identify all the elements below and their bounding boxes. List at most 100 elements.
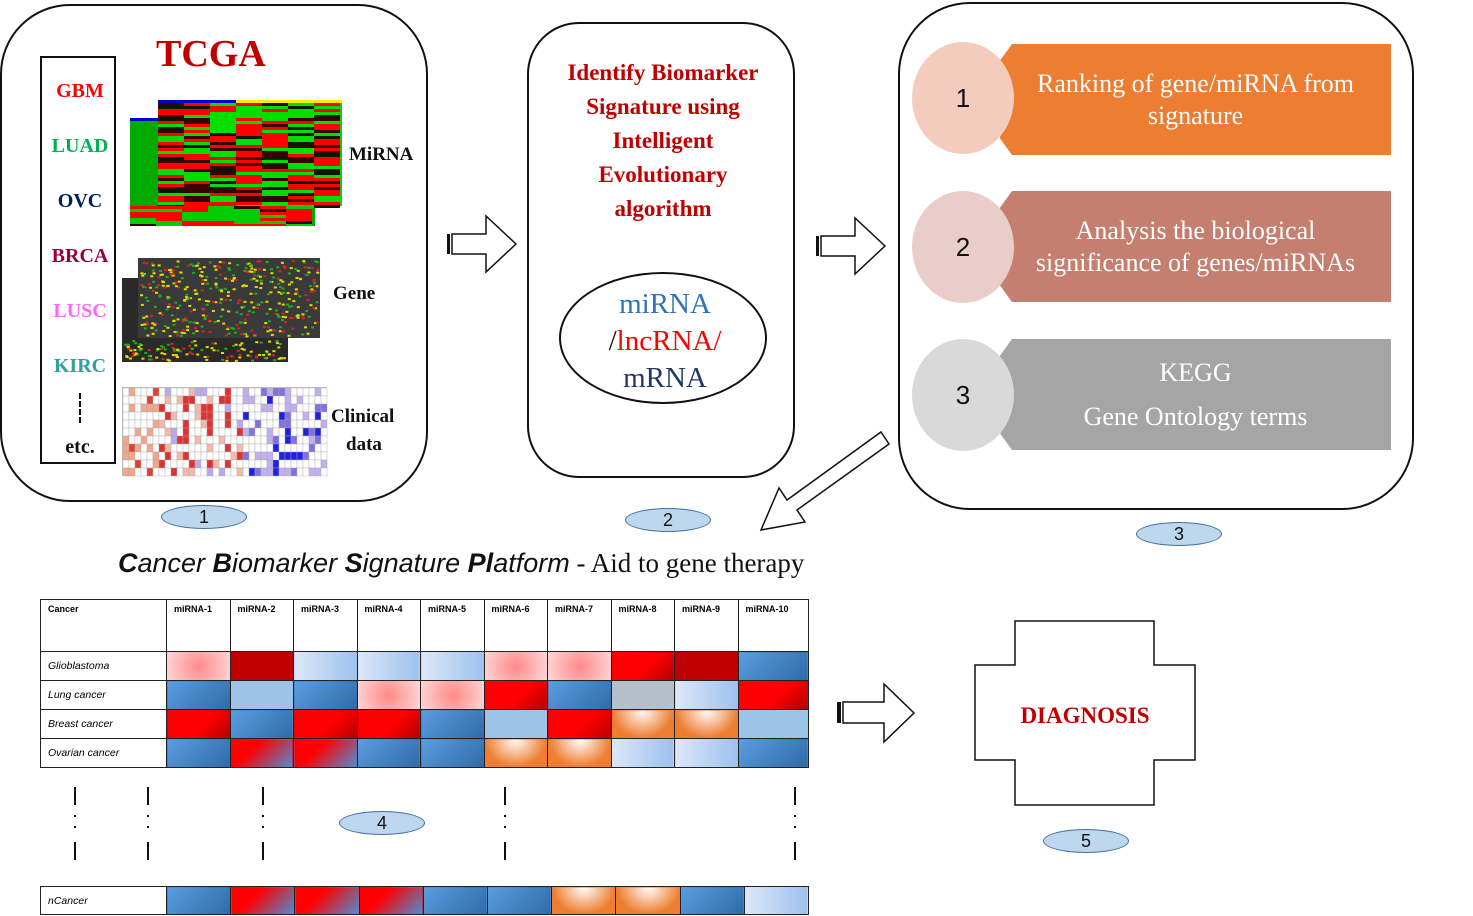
gene-dot bbox=[182, 332, 186, 335]
heatmap-stripe bbox=[184, 157, 210, 160]
cancer-type-lusc: LUSC bbox=[53, 300, 107, 322]
gene-dot bbox=[187, 264, 191, 267]
heatmap-cell bbox=[166, 709, 231, 739]
gene-dot bbox=[148, 358, 152, 361]
gene-dot bbox=[140, 272, 144, 275]
heatmap-stripe bbox=[288, 127, 314, 130]
heatmap-stripe bbox=[288, 109, 314, 112]
heatmap-stripe bbox=[158, 118, 184, 121]
heatmap-stripe bbox=[236, 160, 262, 163]
clinical-cell bbox=[140, 443, 148, 453]
gene-dot bbox=[223, 287, 227, 290]
heatmap-stripe bbox=[288, 199, 314, 202]
clinical-cell bbox=[194, 427, 202, 437]
cancer-type-brca: BRCA bbox=[51, 245, 109, 267]
heatmap-stripe bbox=[184, 163, 210, 166]
heatmap-stripe bbox=[236, 175, 262, 178]
clinical-cell bbox=[200, 387, 208, 397]
clinical-cell bbox=[278, 395, 286, 405]
banner-text: significance of genes/miRNAs bbox=[1035, 247, 1356, 277]
gene-dot bbox=[219, 298, 223, 301]
heatmap-stripe bbox=[314, 202, 340, 205]
gene-dot bbox=[155, 349, 159, 352]
clinical-cell bbox=[128, 459, 136, 469]
heatmap-stripe bbox=[288, 136, 314, 139]
clinical-cell bbox=[134, 387, 142, 397]
heatmap-stripe bbox=[236, 202, 262, 205]
heatmap-stripe bbox=[288, 202, 314, 205]
gene-dot bbox=[195, 322, 199, 325]
gene-dot bbox=[169, 268, 173, 271]
gene-dot bbox=[240, 347, 244, 350]
clinical-cell bbox=[242, 395, 250, 405]
gene-dot bbox=[313, 284, 317, 287]
clinical-cell bbox=[194, 387, 202, 397]
clinical-cell bbox=[278, 459, 286, 469]
clinical-cell bbox=[152, 427, 160, 437]
cancer-type-luad: LUAD bbox=[51, 135, 109, 157]
clinical-cell bbox=[230, 411, 238, 421]
heatmap-stripe bbox=[236, 196, 262, 199]
clinical-cell bbox=[212, 459, 220, 469]
clinical-cell bbox=[170, 459, 178, 469]
gene-dot bbox=[295, 291, 299, 294]
clinical-cell bbox=[278, 427, 286, 437]
gene-dot bbox=[232, 274, 236, 277]
gene-dot bbox=[263, 275, 267, 278]
gene-dot bbox=[125, 355, 129, 358]
gene-dot bbox=[303, 326, 307, 329]
gene-dot bbox=[260, 301, 264, 304]
clinical-cell bbox=[320, 387, 328, 397]
clinical-cell bbox=[230, 459, 238, 469]
analysis-step-biological: Analysis the biological significance of … bbox=[1000, 191, 1391, 302]
gene-dot bbox=[205, 358, 209, 361]
clinical-cell bbox=[164, 387, 172, 397]
lncrna-label: lncRNA/ bbox=[616, 325, 722, 357]
gene-dot bbox=[146, 323, 150, 326]
gene-dot bbox=[162, 281, 166, 284]
clinical-cell bbox=[146, 451, 154, 461]
gene-dot bbox=[283, 320, 287, 323]
clinical-cell bbox=[272, 435, 280, 445]
clinical-cell bbox=[224, 435, 232, 445]
gene-dot bbox=[276, 315, 280, 318]
gene-dot bbox=[301, 333, 305, 336]
gene-dot bbox=[295, 276, 299, 279]
gene-dot bbox=[158, 295, 162, 298]
clinical-cell bbox=[278, 467, 286, 477]
heatmap-stripe bbox=[156, 218, 182, 221]
gene-dot bbox=[190, 341, 194, 344]
heatmap-cell bbox=[674, 651, 739, 681]
gene-dot bbox=[145, 315, 149, 318]
clinical-cell bbox=[314, 403, 322, 413]
heatmap-cell bbox=[737, 738, 809, 768]
gene-dot bbox=[252, 277, 256, 280]
gene-dot bbox=[159, 269, 163, 272]
gene-dot bbox=[313, 321, 317, 324]
gene-dot bbox=[249, 350, 253, 353]
clinical-cell bbox=[122, 411, 130, 421]
gene-dot bbox=[153, 305, 157, 308]
clinical-cell bbox=[242, 451, 250, 461]
gene-dot bbox=[160, 352, 164, 355]
title-part: Signature bbox=[344, 548, 468, 578]
continuation-dot bbox=[74, 815, 76, 817]
gene-dot bbox=[279, 356, 283, 359]
heatmap-stripe bbox=[182, 224, 208, 226]
gene-dot bbox=[245, 313, 249, 316]
heatmap-row: Lung cancer bbox=[40, 680, 809, 710]
heatmap-stripe bbox=[288, 187, 314, 190]
heatmap-cell bbox=[166, 651, 231, 681]
heatmap-cell bbox=[293, 651, 358, 681]
clinical-cell bbox=[218, 427, 226, 437]
clinical-cell bbox=[218, 419, 226, 429]
clinical-cell bbox=[134, 395, 142, 405]
heatmap-stripe bbox=[184, 193, 210, 196]
clinical-cell bbox=[248, 411, 256, 421]
heatmap-stripe bbox=[314, 133, 340, 136]
heatmap-cell bbox=[356, 680, 421, 710]
heatmap-stripe bbox=[288, 115, 314, 118]
heatmap-stripe bbox=[262, 181, 288, 184]
heatmap-stripe bbox=[260, 221, 286, 224]
gene-dot bbox=[209, 287, 213, 290]
